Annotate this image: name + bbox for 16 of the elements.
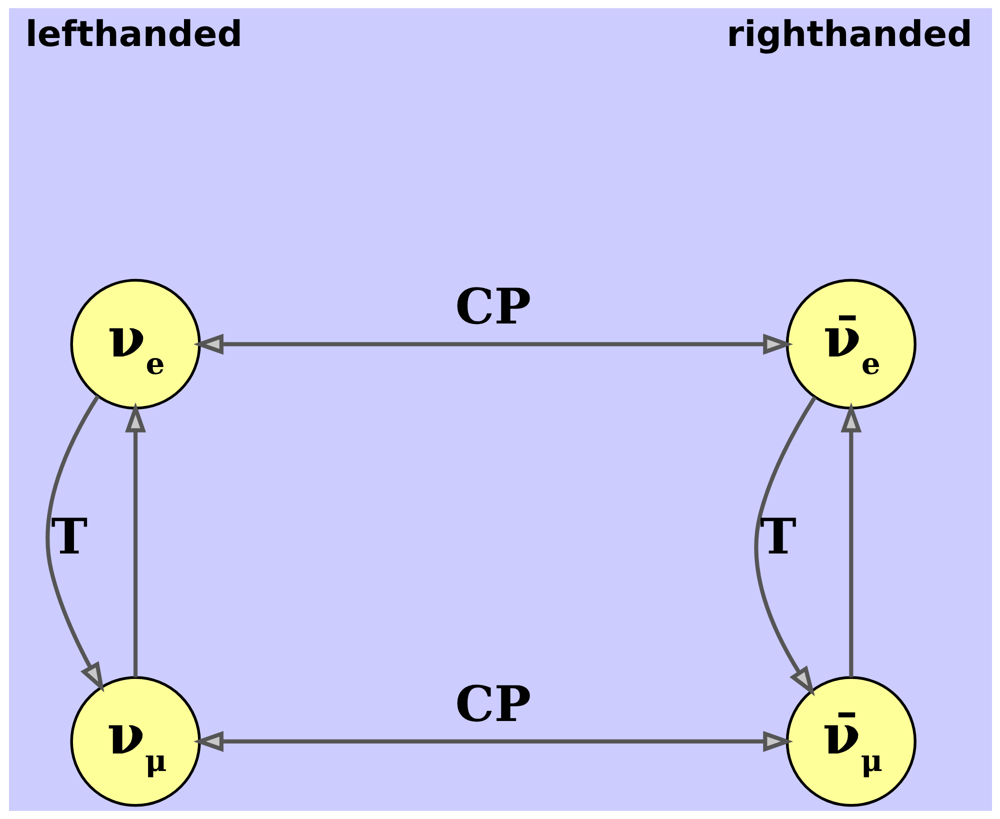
edge-label: T xyxy=(760,507,796,566)
label: lefthanded xyxy=(24,14,242,55)
arrow xyxy=(193,334,793,355)
edge-label: CP xyxy=(454,278,531,336)
arrow xyxy=(45,395,104,692)
arrow xyxy=(124,402,146,678)
node-circle: ν̄$_{e}$ xyxy=(785,278,916,410)
arrow xyxy=(840,402,862,678)
arrow xyxy=(754,396,816,696)
node-circle: ν̄$_{μ}$ xyxy=(785,676,916,807)
edge-label: CP xyxy=(454,674,531,733)
edge-label: T xyxy=(50,507,88,566)
node-circle: ν$_{e}$ xyxy=(70,278,200,410)
arrow xyxy=(193,730,793,752)
label: righthanded xyxy=(726,14,972,55)
node-circle: ν$_{μ}$ xyxy=(70,676,200,807)
